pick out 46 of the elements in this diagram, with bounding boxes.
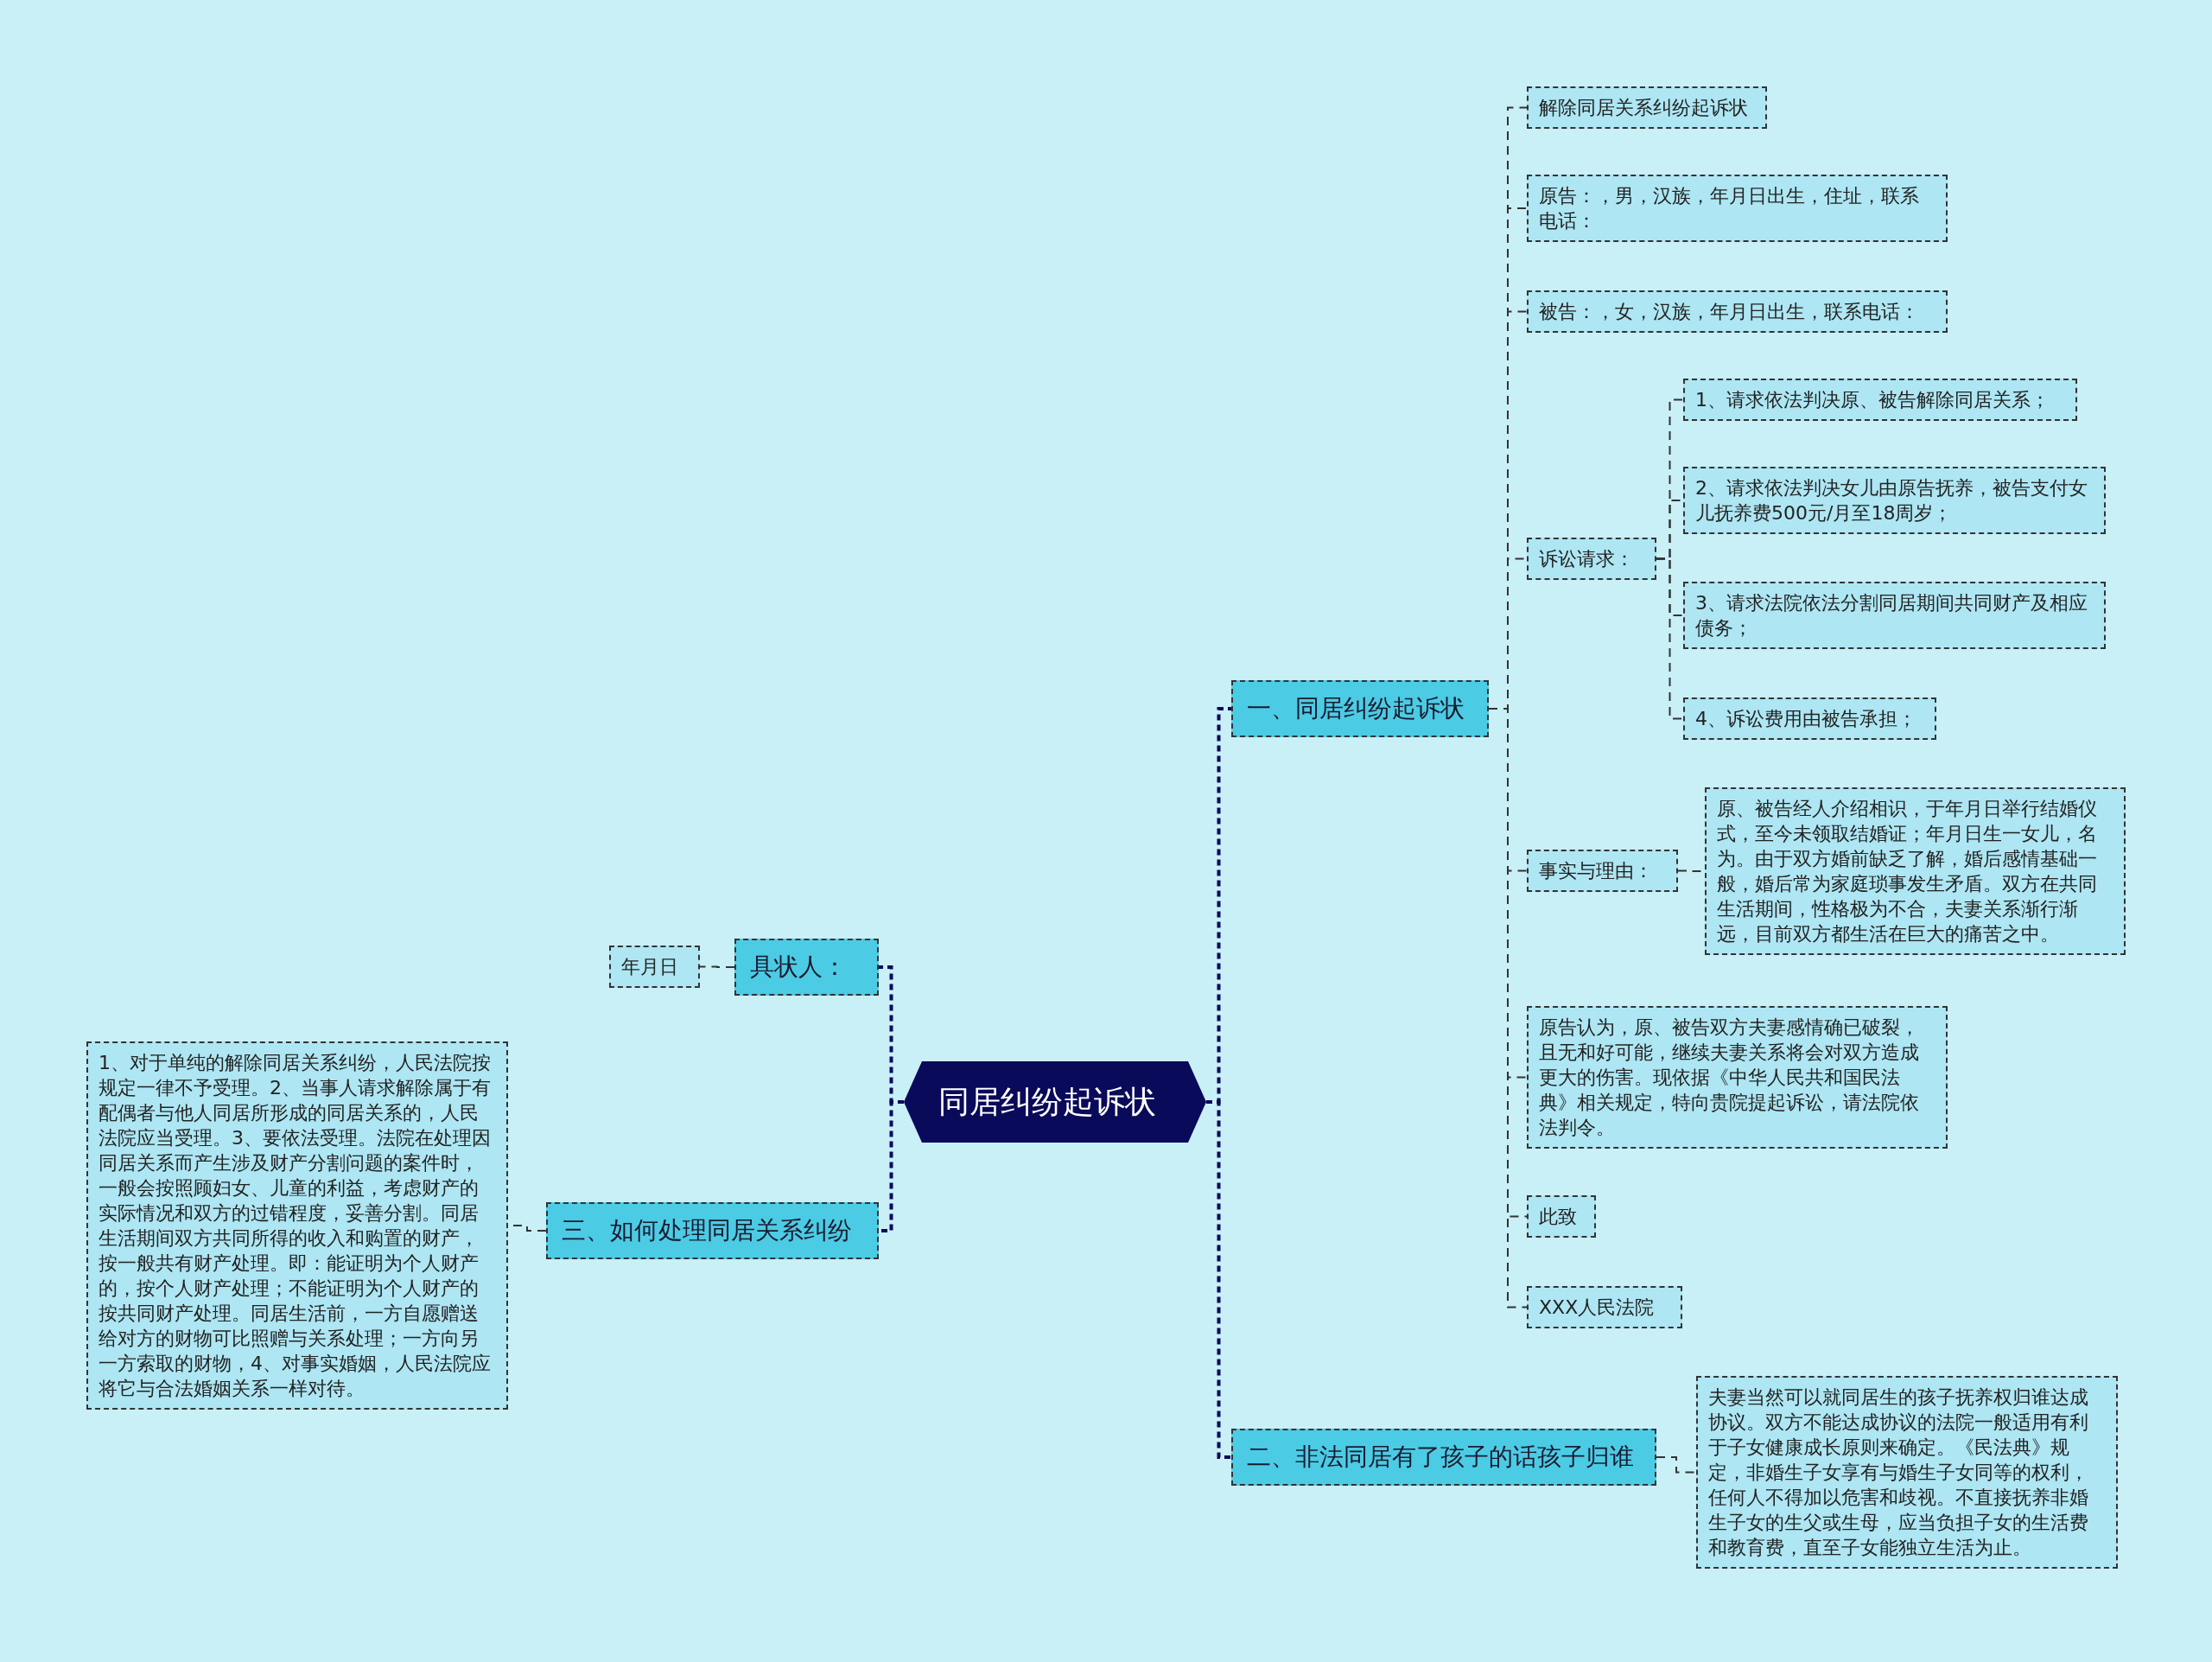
text-box (1527, 175, 1948, 242)
branch-topic (546, 1202, 879, 1259)
node-text: 原告：，男，汉族，年月日出生，住址，联系电话： (1539, 184, 1920, 233)
text-box (1527, 1006, 1948, 1149)
node-text: 具状人： (750, 952, 848, 983)
node-text: 二、非法同居有了孩子的话孩子归谁 (1247, 1442, 1635, 1473)
node-text: 同居纠纷起诉状 (938, 1083, 1157, 1121)
text-box (1527, 1286, 1682, 1328)
branch-topic (734, 939, 879, 996)
node-text: 3、请求法院依法分割同居期间共同财产及相应债务； (1695, 591, 2088, 640)
text-box (1705, 787, 2126, 955)
node-text: 原告认为，原、被告双方夫妻感情确已破裂，且无和好可能，继续夫妻关系将会对双方造成更大的伤害。现依据《中华人民共和国民法典》相关规定，特向贵院提起诉讼，请法院依法判令。 (1539, 1016, 1920, 1140)
text-box (1527, 538, 1656, 580)
text-box (1696, 1376, 2118, 1569)
text-box (1527, 1195, 1596, 1238)
node-text: 1、请求依法判决原、被告解除同居关系； (1695, 388, 2050, 412)
node-text: 一、同居纠纷起诉状 (1247, 693, 1465, 724)
node-text: 诉讼请求： (1539, 547, 1635, 571)
connector-line (1206, 1100, 1231, 1459)
node-text: 此致 (1539, 1205, 1578, 1229)
text-box (1683, 582, 2106, 649)
node-text: 夫妻当然可以就同居生的孩子抚养权归谁达成协议。双方不能达成协议的法院一般适用有利于子女健康成长原则来确定。《民法典》规定，非婚生子女享有与婚生子女同等的权利，任何人不得加以危害和歧视。不直接抚养非婚生子女的生父或生母，应当负担子女的生活费和教育费，直至子女能独立生活为止。 (1708, 1385, 2089, 1560)
text-box (1527, 86, 1767, 129)
branch-topic (1231, 680, 1489, 737)
node-text: 事实与理由： (1539, 859, 1654, 883)
node-text: 解除同居关系纠纷起诉状 (1539, 96, 1749, 120)
node-text: 原、被告经人介绍相识，于年月日举行结婚仪式，至今未领取结婚证；年月日生一女儿，名为。由于双方婚前缺乏了解，婚后感情基础一般，婚后常为家庭琐事发生矛盾。双方在共同生活期间，性格极为不合，夫妻关系渐行渐远，目前双方都生活在巨大的痛苦之中。 (1717, 797, 2098, 946)
node-text: 年月日 (621, 955, 679, 979)
branch-topic (1231, 1429, 1656, 1486)
text-box (1527, 850, 1678, 892)
node-text: 4、诉讼费用由被告承担； (1695, 707, 1917, 731)
connector-line (879, 1100, 904, 1232)
node-text: 1、对于单纯的解除同居关系纠纷，人民法院按规定一律不予受理。2、当事人请求解除属于有配偶者与他人同居所形成的同居关系的，人民法院应当受理。3、要依法受理。法院在处理因同居关系而产生涉及财产分割问题的案件时，一般会按照顾妇女、儿童的利益，考虑财产的实际情况和双方的过错程度，妥善分割。同居生活期间双方共同所得的收入和购置的财产，按一般共有财产处理。即：能证明为个人财产的，按个人财产处理；不能证明为个人财产的按共同财产处理。同居生活前，一方自愿赠送给对方的财物可比照赠与关系处理；一方向另一方索取的财物，4、对事实婚姻，人民法院应将它与合法婚姻关系一样对待。 (99, 1051, 492, 1401)
connector-line (699, 965, 735, 968)
connector-line (1656, 557, 1684, 720)
connector-line (1656, 1456, 1697, 1474)
text-box (1683, 697, 1936, 740)
central-topic (904, 1061, 1206, 1143)
text-box (1683, 467, 2106, 534)
node-text: 被告：，女，汉族，年月日出生，联系电话： (1539, 300, 1920, 324)
text-box (609, 946, 700, 988)
text-box (1683, 379, 2077, 421)
node-text: 2、请求依法判决女儿由原告抚养，被告支付女儿抚养费500元/月至18周岁； (1695, 476, 2088, 525)
node-text: XXX人民法院 (1539, 1296, 1656, 1320)
text-box (1527, 290, 1948, 333)
node-text: 三、如何处理同居关系纠纷 (562, 1215, 853, 1246)
